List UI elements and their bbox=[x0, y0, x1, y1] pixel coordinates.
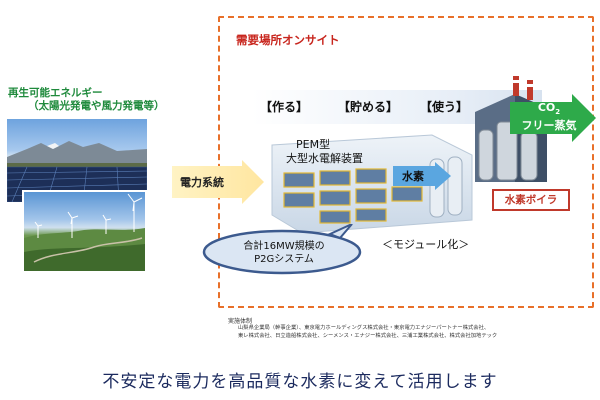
renewable-title: 再生可能エネルギー （太陽光発電や風力発電等） bbox=[8, 87, 208, 113]
hydrogen-boiler-label: 水素ボイラ bbox=[492, 189, 570, 211]
p2g-callout-text: 合計16MW規模の P2Gシステム bbox=[212, 240, 356, 266]
pem-device: 大型水電解装置 bbox=[286, 152, 363, 165]
bottom-message: 不安定な電力を高品質な水素に変えて活用します bbox=[102, 372, 498, 392]
steam-label: CO2 フリー蒸気 bbox=[516, 101, 582, 133]
onsite-label: 需要場所オンサイト bbox=[236, 33, 340, 47]
steam-co: CO bbox=[537, 101, 556, 114]
step-make: 【作る】 bbox=[260, 100, 309, 114]
electrolyser-illustration bbox=[271, 134, 473, 234]
hydrogen-label: 水素 bbox=[402, 170, 424, 183]
steam-free: フリー蒸気 bbox=[521, 119, 577, 133]
step-use: 【使う】 bbox=[420, 100, 469, 114]
step-store: 【貯める】 bbox=[338, 100, 399, 114]
grid-label: 電力系統 bbox=[180, 176, 224, 189]
pem-label: PEM型 大型水電解装置 bbox=[286, 138, 363, 166]
steam-arrow bbox=[510, 94, 596, 142]
credits-text: 山梨県企業局（幹事企業）、東京電力ホールディングス株式会社・東京電力エナジーパー… bbox=[238, 324, 588, 340]
credits-line2: 東レ株式会社、日立造船株式会社、シーメンス・エナジー株式会社、三浦工業株式会社、… bbox=[238, 333, 498, 339]
steam-co-sub: 2 bbox=[555, 108, 561, 117]
credits-title: 実施体制 bbox=[228, 318, 253, 325]
renewable-title-main: 再生可能エネルギー bbox=[8, 87, 103, 99]
pem-type: PEM型 bbox=[296, 138, 331, 151]
module-label: ＜モジュール化＞ bbox=[382, 238, 470, 251]
wind-farm-photo bbox=[22, 190, 147, 273]
hydrogen-arrow bbox=[393, 162, 451, 190]
onsite-boundary bbox=[218, 16, 594, 308]
credits-line1: 山梨県企業局（幹事企業）、東京電力ホールディングス株式会社・東京電力エナジーパー… bbox=[238, 325, 490, 331]
renewable-title-sub: （太陽光発電や風力発電等） bbox=[28, 100, 165, 112]
p2g-callout bbox=[202, 224, 362, 275]
p2g-callout-line2: P2Gシステム bbox=[254, 254, 314, 265]
p2g-callout-line1: 合計16MW規模の bbox=[243, 241, 325, 252]
grid-arrow bbox=[172, 160, 264, 204]
